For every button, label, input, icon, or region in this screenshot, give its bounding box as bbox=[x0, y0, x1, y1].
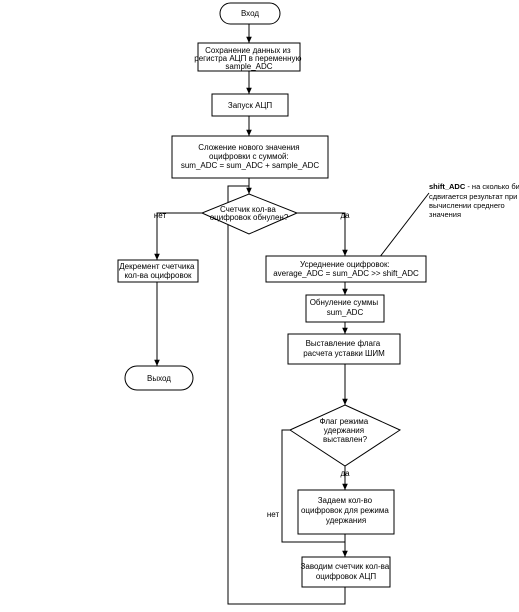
node-set-hold-count-label: Задаем кол-во оцифровок для режима удерж… bbox=[301, 496, 391, 525]
node-exit: Выход bbox=[124, 365, 194, 391]
node-save: Сохранение данных из регистра АЦП в пере… bbox=[194, 42, 303, 72]
edges bbox=[154, 24, 430, 605]
edge-checkhold-no bbox=[281, 429, 345, 543]
node-average-label: Усреднение оцифровок: average_ADC = sum_… bbox=[273, 260, 419, 278]
node-sum: Сложение нового значения оцифровки с сум… bbox=[171, 135, 329, 179]
node-set-count: Заводим счетчик кол-ва оцифровок АЦП bbox=[301, 556, 392, 588]
node-decrement-label: Декремент счетчика кол-ва оцифровок bbox=[119, 262, 196, 280]
node-set-flag-label: Выставление флага расчета уставки ШИМ bbox=[303, 339, 385, 358]
node-save-label: Сохранение данных из регистра АЦП в пере… bbox=[194, 46, 303, 71]
edge-label-yes-2: да bbox=[340, 469, 350, 478]
decision-counter-zero-label: Счетчик кол-ва оцифровок обнулен? bbox=[210, 205, 289, 222]
node-set-flag: Выставление флага расчета уставки ШИМ bbox=[287, 333, 401, 365]
edge-decision-no bbox=[154, 212, 202, 260]
node-reset-sum: Обнуление суммы sum_ADC bbox=[305, 294, 385, 323]
node-start-label: Вход bbox=[241, 9, 259, 18]
node-set-count-label: Заводим счетчик кол-ва оцифровок АЦП bbox=[301, 562, 392, 581]
node-sum-label: Сложение нового значения оцифровки с сум… bbox=[181, 143, 319, 170]
node-adc-start-label: Запуск АЦП bbox=[228, 101, 273, 110]
note-shift-adc: shift_ADC - на сколько бит сдвигается ре… bbox=[429, 182, 519, 219]
node-start: Вход bbox=[219, 2, 281, 25]
edge-decision-yes bbox=[297, 212, 348, 256]
node-average: Усреднение оцифровок: average_ADC = sum_… bbox=[265, 255, 427, 283]
node-decrement: Декремент счетчика кол-ва оцифровок bbox=[117, 259, 199, 283]
node-exit-label: Выход bbox=[147, 374, 171, 383]
edge-label-no-1: нет bbox=[154, 211, 167, 220]
node-set-hold-count: Задаем кол-во оцифровок для режима удерж… bbox=[297, 489, 395, 535]
node-reset-sum-label: Обнуление суммы sum_ADC bbox=[310, 298, 381, 317]
note-body: сдвигается результат при вычислении сред… bbox=[429, 192, 519, 219]
edge-label-yes-1: да bbox=[340, 211, 350, 220]
edge-loop-return bbox=[227, 185, 346, 605]
decision-counter-zero: Счетчик кол-ва оцифровок обнулен? bbox=[200, 193, 299, 235]
decision-hold-flag: Флаг режима удержания выставлен? bbox=[288, 404, 402, 467]
decision-hold-flag-label: Флаг режима удержания выставлен? bbox=[320, 417, 371, 444]
node-adc-start: Запуск АЦП bbox=[211, 93, 289, 117]
edge-label-no-2: нет bbox=[267, 510, 280, 519]
note-first-line: shift_ADC - на сколько бит bbox=[429, 182, 519, 191]
note-pointer bbox=[378, 192, 430, 259]
